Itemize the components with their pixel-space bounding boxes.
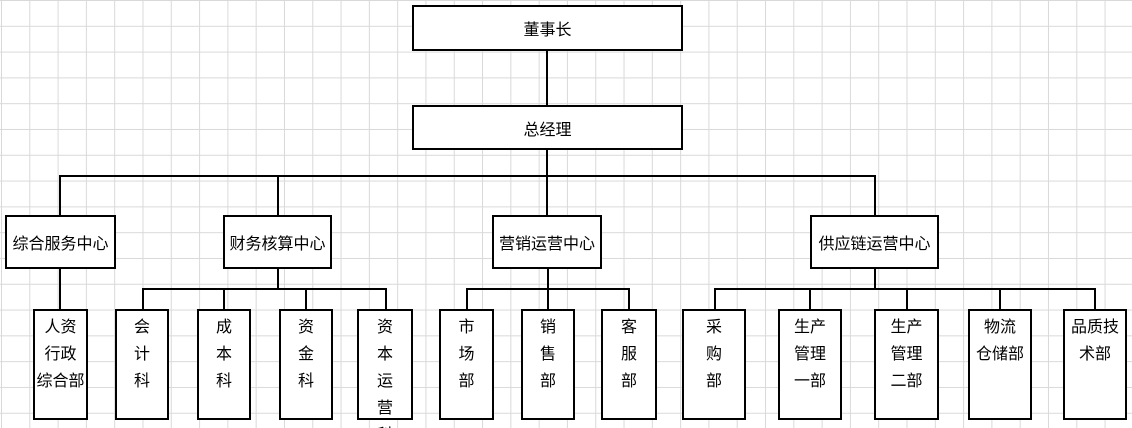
connector-drop-dept-7 — [547, 288, 549, 310]
connector-drop-dept-13 — [1094, 288, 1096, 310]
org-node-dept-production-mgmt-1[interactable]: 生产 管理 一部 — [778, 309, 842, 420]
connector-drop-center-2 — [277, 175, 279, 215]
org-node-dept-procurement[interactable]: 采 购 部 — [682, 309, 746, 420]
connector-center3-stub — [547, 268, 549, 289]
connector-drop-dept-12 — [999, 288, 1001, 310]
connector-drop-dept-10 — [809, 288, 811, 310]
connector-drop-dept-6 — [466, 288, 468, 310]
connector-drop-center-4 — [874, 175, 876, 215]
org-node-dept-funds[interactable]: 资 金 科 — [279, 309, 333, 420]
org-node-dept-hr-admin[interactable]: 人资 行政 综合部 — [33, 309, 88, 420]
org-node-center-marketing-operations[interactable]: 营销运营中心 — [492, 215, 602, 269]
connector-center4-rail — [714, 288, 1095, 290]
org-node-dept-sales[interactable]: 销 售 部 — [521, 309, 575, 420]
connector-drop-dept-8 — [628, 288, 630, 310]
connector-drop-dept-5 — [385, 288, 387, 310]
connector-center2-stub — [277, 268, 279, 289]
org-node-dept-quality-technology[interactable]: 品质技 术部 — [1063, 309, 1127, 420]
connector-drop-dept-9 — [714, 288, 716, 310]
org-node-dept-accounting[interactable]: 会 计 科 — [115, 309, 169, 420]
org-node-center-supply-chain-operations[interactable]: 供应链运营中心 — [810, 215, 939, 269]
org-node-dept-market[interactable]: 市 场 部 — [439, 309, 494, 420]
connector-center1-dept1 — [59, 268, 61, 310]
connector-drop-dept-2 — [142, 288, 144, 310]
connector-centers-rail — [59, 175, 875, 177]
org-node-general-manager[interactable]: 总经理 — [412, 105, 683, 150]
org-node-dept-production-mgmt-2[interactable]: 生产 管理 二部 — [874, 309, 939, 420]
connector-drop-dept-11 — [906, 288, 908, 310]
org-node-dept-logistics-warehouse[interactable]: 物流 仓储部 — [968, 309, 1032, 420]
connector-center4-stub — [874, 268, 876, 289]
connector-drop-dept-3 — [223, 288, 225, 310]
org-node-center-financial-accounting[interactable]: 财务核算中心 — [223, 215, 332, 269]
connector-drop-center-1 — [59, 175, 61, 215]
connector-chairman-gm — [546, 50, 548, 105]
connector-center2-rail — [142, 288, 387, 290]
org-node-dept-cost[interactable]: 成 本 科 — [197, 309, 251, 420]
org-node-chairman[interactable]: 董事长 — [412, 5, 683, 51]
org-node-dept-capital-operations[interactable]: 资 本 运 营 科 — [357, 309, 413, 428]
org-node-center-comprehensive-service[interactable]: 综合服务中心 — [5, 215, 116, 269]
connector-drop-dept-4 — [305, 288, 307, 310]
connector-gm-trunk — [546, 149, 548, 215]
org-node-dept-customer-service[interactable]: 客 服 部 — [601, 309, 657, 420]
